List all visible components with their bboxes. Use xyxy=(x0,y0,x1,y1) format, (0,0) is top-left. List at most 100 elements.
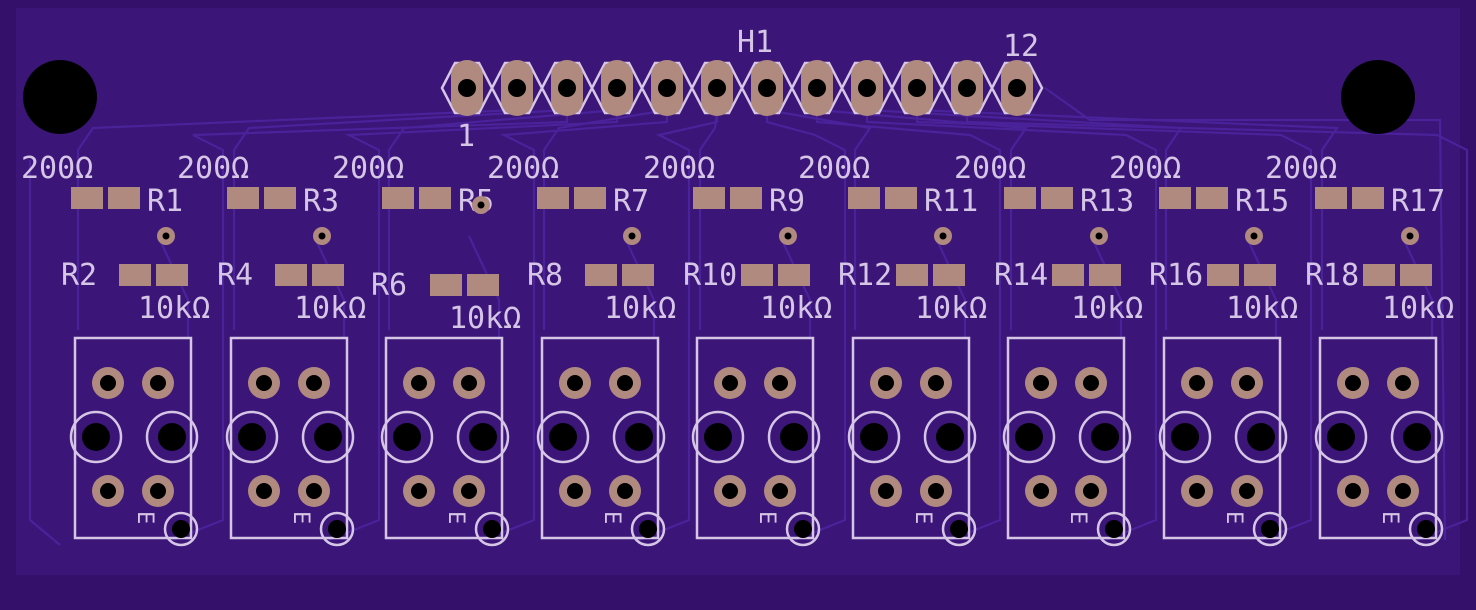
resistor-value-label: 10kΩ xyxy=(915,291,987,326)
resistor-pad xyxy=(382,187,414,209)
switch-drill xyxy=(150,483,166,499)
switch-drill xyxy=(1033,483,1049,499)
switch-mount-drill xyxy=(393,423,421,451)
switch-mount-ring xyxy=(225,410,279,464)
trace xyxy=(232,108,568,330)
switch-mount-drill xyxy=(1171,423,1199,451)
switch-mark-label: E xyxy=(754,511,779,524)
resistor-pair: 200ΩR5R610kΩ xyxy=(332,151,521,336)
switch-mount-ring xyxy=(847,410,901,464)
switch-mount-drill xyxy=(314,423,342,451)
switch-drill xyxy=(411,483,427,499)
switch-drill xyxy=(1033,375,1049,391)
trace xyxy=(1401,235,1434,338)
copper-traces xyxy=(28,87,1469,546)
header-drill xyxy=(1008,79,1026,97)
switch-mark-label: E xyxy=(599,511,624,524)
switch-corner-ring xyxy=(630,511,666,547)
switch-drill xyxy=(306,375,322,391)
via-drill xyxy=(1095,232,1103,240)
trace xyxy=(542,108,668,330)
switch-drill xyxy=(1239,375,1255,391)
resistor-ref-label: R10 xyxy=(683,258,737,293)
trace xyxy=(965,110,1469,542)
resistor-pad xyxy=(730,187,762,209)
switch-drill xyxy=(100,483,116,499)
switch-mount-ring xyxy=(536,410,590,464)
trace xyxy=(1044,87,1447,541)
trace xyxy=(765,110,847,542)
tactile-switch: E xyxy=(691,336,821,547)
resistor-pad xyxy=(896,264,928,286)
switch-drill xyxy=(1395,483,1411,499)
resistor-ref-label: R13 xyxy=(1080,184,1134,219)
switch-corner-ring xyxy=(474,511,510,547)
resistor-pad xyxy=(574,187,606,209)
trace xyxy=(1090,235,1123,338)
trace xyxy=(816,108,1028,330)
switch-corner-ring xyxy=(163,511,199,547)
header-drill xyxy=(708,79,726,97)
via-drill xyxy=(628,232,636,240)
header-drill xyxy=(908,79,926,97)
switch-corner-drill xyxy=(950,520,968,538)
header-drill xyxy=(758,79,776,97)
switch-mount-ring xyxy=(767,410,821,464)
trace xyxy=(328,110,619,542)
trace xyxy=(866,108,1184,330)
switch-mount-ring xyxy=(1234,410,1288,464)
resistor-ref-label: R7 xyxy=(613,184,649,219)
switch-drill xyxy=(1083,375,1099,391)
trace xyxy=(157,235,190,338)
via-drill xyxy=(784,232,792,240)
switch-mount-ring xyxy=(301,410,355,464)
header-drill xyxy=(558,79,576,97)
resistor-value-label: 200Ω xyxy=(1265,151,1337,186)
resistor-pad xyxy=(1089,264,1121,286)
tactile-switch: E xyxy=(847,336,977,547)
switch-corner-drill xyxy=(639,520,657,538)
resistor-ref-label: R3 xyxy=(303,184,339,219)
switch-drill xyxy=(1239,483,1255,499)
via-drill xyxy=(939,232,947,240)
header-pin-last-label: 12 xyxy=(1003,29,1039,64)
header-drill xyxy=(858,79,876,97)
resistor-value-label: 10kΩ xyxy=(1382,291,1454,326)
resistor-ref-label: R6 xyxy=(371,268,407,303)
resistor-pad xyxy=(622,264,654,286)
resistor-pad xyxy=(264,187,296,209)
switch-drill xyxy=(1189,483,1205,499)
switch-mark-label: E xyxy=(132,511,157,524)
header-pin-first-label: 1 xyxy=(457,119,475,154)
resistor-ref-label: R17 xyxy=(1391,184,1445,219)
resistor-value-label: 10kΩ xyxy=(604,291,676,326)
resistor-ref-label: R2 xyxy=(61,258,97,293)
switch-mount-drill xyxy=(158,423,186,451)
resistor-pad xyxy=(1207,264,1239,286)
trace xyxy=(865,110,1158,542)
switch-drill xyxy=(1395,375,1411,391)
resistor-pad xyxy=(227,187,259,209)
switch-mount-drill xyxy=(469,423,497,451)
switch-corner-ring xyxy=(785,511,821,547)
resistor-pad xyxy=(1159,187,1191,209)
switch-drill xyxy=(1189,375,1205,391)
header-silk-outline xyxy=(440,61,1044,115)
switch-mount-drill xyxy=(625,423,653,451)
trace xyxy=(698,109,719,330)
resistor-value-label: 10kΩ xyxy=(760,291,832,326)
resistor-pad xyxy=(741,264,773,286)
resistor-pad xyxy=(1041,187,1073,209)
via-drill xyxy=(1406,232,1414,240)
switch-mount-ring xyxy=(456,410,510,464)
switch-drill xyxy=(100,375,116,391)
header-drill xyxy=(608,79,626,97)
resistor-pad xyxy=(1052,264,1084,286)
resistor-pad xyxy=(1363,264,1395,286)
resistor-value-label: 10kΩ xyxy=(294,291,366,326)
switch-mark-label: E xyxy=(288,511,313,524)
header-drill xyxy=(958,79,976,97)
